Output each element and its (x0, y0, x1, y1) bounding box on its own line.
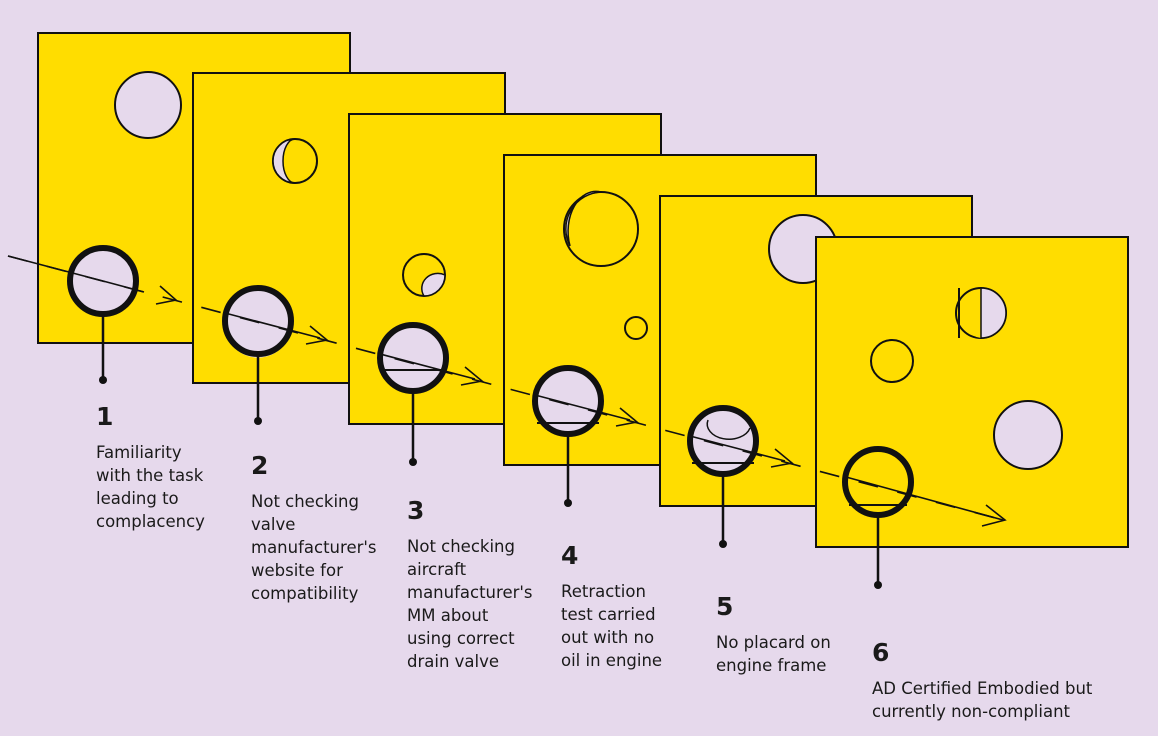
description-line: Not checking (251, 492, 359, 511)
description-line: oil in engine (561, 651, 663, 670)
connector-dot-1 (99, 376, 107, 384)
description-line: test carried (561, 605, 656, 624)
description-line: AD Certified Embodied but (872, 679, 1093, 698)
layer-description: Retraction test carried out with no oil … (561, 580, 662, 672)
connector-dot-2 (254, 417, 262, 425)
slice-hole (114, 71, 182, 139)
description-line: website for (251, 561, 343, 580)
layer-number: 4 (561, 541, 579, 570)
layer-label-1: 1 Familiarity with the task leading to c… (96, 404, 205, 533)
description-line: out with no (561, 628, 655, 647)
connector-dot-5 (719, 540, 727, 548)
description-line: valve (251, 515, 296, 534)
layer-description: Not checking valve manufacturer's websit… (251, 490, 377, 605)
hazard-trajectory (7, 255, 1007, 527)
description-line: Retraction (561, 582, 646, 601)
slice-hole (380, 325, 446, 391)
cheese-slice-6 (815, 236, 1129, 548)
layer-number: 3 (407, 496, 425, 525)
description-line: with the task (96, 466, 204, 485)
description-line: Familiarity (96, 443, 182, 462)
slice-hole (993, 400, 1063, 470)
description-line: manufacturer's (251, 538, 377, 557)
layer-label-5: 5 No placard on engine frame (716, 594, 831, 677)
slice-hole (624, 316, 648, 340)
description-line: compatibility (251, 584, 359, 603)
connector-dot-3 (409, 458, 417, 466)
failure-markers (67, 245, 914, 589)
layer-label-3: 3 Not checking aircraft manufacturer's M… (407, 498, 533, 673)
layer-description: Not checking aircraft manufacturer's MM … (407, 535, 533, 673)
description-line: aircraft (407, 560, 467, 579)
layer-label-4: 4 Retraction test carried out with no oi… (561, 543, 662, 672)
layer-number: 2 (251, 451, 269, 480)
layer-number: 1 (96, 402, 114, 431)
description-line: drain valve (407, 652, 500, 671)
description-line: engine frame (716, 656, 827, 675)
description-line: using correct (407, 629, 515, 648)
slice-hole (870, 339, 914, 383)
layer-number: 5 (716, 592, 734, 621)
layer-label-2: 2 Not checking valve manufacturer's webs… (251, 453, 377, 605)
description-line: leading to (96, 489, 179, 508)
description-line: complacency (96, 512, 205, 531)
layer-description: No placard on engine frame (716, 631, 831, 677)
layer-label-6: 6 AD Certified Embodied but currently no… (872, 640, 1092, 723)
connector-dot-4 (564, 499, 572, 507)
slice-hole (535, 368, 601, 434)
description-line: MM about (407, 606, 489, 625)
layer-description: AD Certified Embodied but currently non-… (872, 677, 1092, 723)
description-line: currently non-compliant (872, 702, 1070, 721)
slice-hole (563, 191, 639, 267)
layer-number: 6 (872, 638, 890, 667)
description-line: manufacturer's (407, 583, 533, 602)
description-line: Not checking (407, 537, 515, 556)
connector-dot-6 (874, 581, 882, 589)
layer-description: Familiarity with the task leading to com… (96, 441, 205, 533)
description-line: No placard on (716, 633, 831, 652)
